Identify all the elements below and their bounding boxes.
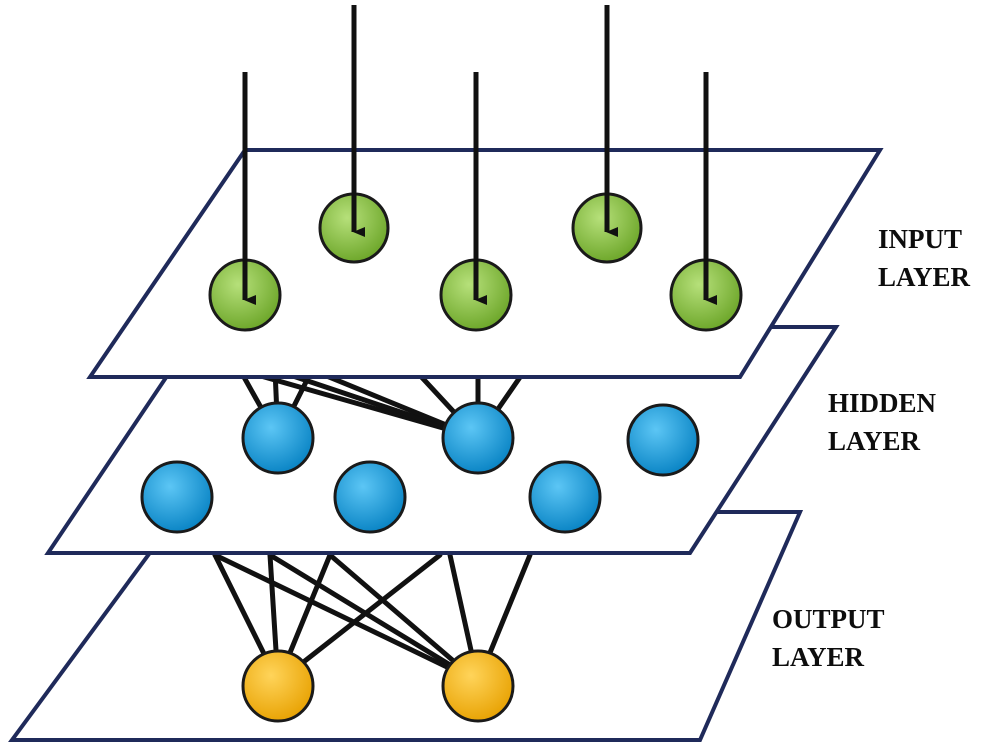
input-arrows [242, 5, 717, 305]
hidden-layer-label: HIDDEN LAYER [828, 388, 937, 456]
input-layer-label: INPUT LAYER [878, 224, 971, 292]
hidden-node-6 [528, 460, 602, 534]
output-label-line2: LAYER [772, 642, 865, 672]
hidden-node-5 [333, 460, 407, 534]
input-label-line2: LAYER [878, 262, 971, 292]
output-node-2 [441, 649, 515, 723]
input-label-line1: INPUT [878, 224, 962, 254]
hidden-label-line2: LAYER [828, 426, 921, 456]
hidden-label-line1: HIDDEN [828, 388, 937, 418]
output-layer-label: OUTPUT LAYER [772, 604, 885, 672]
hidden-node-2 [441, 401, 515, 475]
hidden-node-1 [241, 401, 315, 475]
hidden-node-3 [626, 403, 700, 477]
output-node-1 [241, 649, 315, 723]
output-label-line1: OUTPUT [772, 604, 885, 634]
hidden-node-4 [140, 460, 214, 534]
